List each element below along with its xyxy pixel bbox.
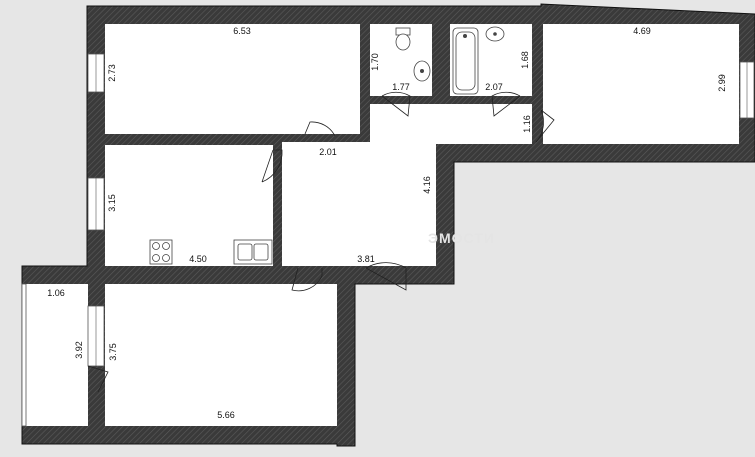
door-bath <box>491 91 521 117</box>
dim-balcony-width: 1.06 <box>47 288 65 298</box>
room-living-top <box>105 24 360 134</box>
door-living <box>304 121 336 137</box>
room-corridor <box>282 104 532 266</box>
kitchen-sink <box>233 239 273 265</box>
dim-bedroom-right-height: 2.99 <box>717 74 727 92</box>
door-bedroom-bottom <box>291 267 323 292</box>
dim-living-height: 2.73 <box>107 64 117 82</box>
dim-bedroom-bottom-height: 3.75 <box>108 343 118 361</box>
door-entry <box>365 262 407 291</box>
dim-corridor-width: 3.81 <box>357 254 375 264</box>
dim-bedroom-bottom-width: 5.66 <box>217 410 235 420</box>
windows <box>21 53 755 427</box>
room-bedroom-bottom <box>105 284 337 426</box>
room-bedroom-right <box>543 24 739 144</box>
toilet-sink <box>413 60 431 82</box>
dim-corridor-top: 2.01 <box>319 147 337 157</box>
door-balcony <box>87 365 109 393</box>
dim-corridor-height: 4.16 <box>422 176 432 194</box>
dim-kitchen-height: 3.15 <box>107 194 117 212</box>
dim-balcony-height: 3.92 <box>74 341 84 359</box>
window-balcony <box>21 283 27 427</box>
bathtub <box>452 27 479 95</box>
room-balcony <box>26 284 88 426</box>
fixtures <box>149 26 505 265</box>
dim-entry-niche: 1.16 <box>522 115 532 133</box>
door-kitchen <box>261 149 283 183</box>
stove <box>149 239 173 265</box>
door-bedroom-right <box>535 109 555 143</box>
dim-living-width: 6.53 <box>233 26 251 36</box>
dim-toilet-height: 1.70 <box>370 53 380 71</box>
dim-bath-height: 1.68 <box>520 51 530 69</box>
rooms <box>26 24 739 426</box>
dim-kitchen-width: 4.50 <box>189 254 207 264</box>
bath-sink <box>485 26 505 42</box>
watermark-text: ЭМОСТИ <box>428 230 495 246</box>
toilet-fixture <box>395 27 411 51</box>
dim-bedroom-right-width: 4.69 <box>633 26 651 36</box>
door-toilet <box>381 91 411 117</box>
dim-bath-width: 2.07 <box>485 82 503 92</box>
dimension-labels: 6.53 2.73 1.70 1.77 2.07 1.68 4.69 2.99 … <box>47 26 727 420</box>
doors <box>87 91 555 393</box>
dim-toilet-width: 1.77 <box>392 82 410 92</box>
